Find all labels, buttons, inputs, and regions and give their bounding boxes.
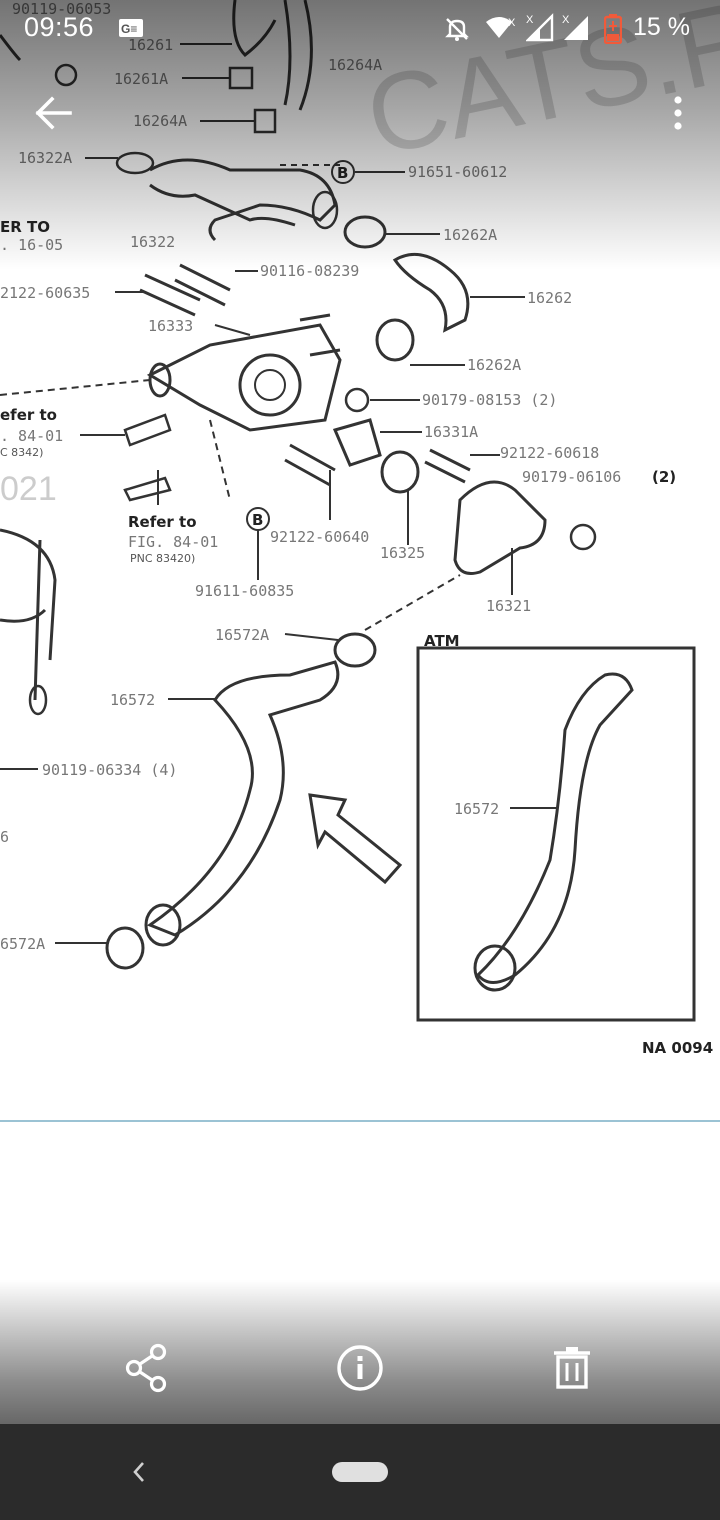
label-16333: 16333 bbox=[148, 317, 193, 335]
status-time: 09:56 bbox=[24, 12, 95, 42]
label-na-0094: NA 0094 bbox=[642, 1039, 713, 1057]
label-6: 6 bbox=[0, 828, 9, 846]
share-icon bbox=[118, 1343, 178, 1402]
label-90179-06106: 90179-06106 bbox=[522, 468, 621, 486]
nav-back-button[interactable] bbox=[118, 1452, 158, 1492]
label-atm: ATM bbox=[424, 632, 460, 650]
svg-text:X: X bbox=[562, 14, 570, 26]
label-16325: 16325 bbox=[380, 544, 425, 562]
svg-text:G≡: G≡ bbox=[121, 22, 137, 36]
label-refer-left: efer to bbox=[0, 406, 57, 424]
app-bar bbox=[0, 76, 720, 148]
label-b-2: B bbox=[252, 511, 263, 529]
share-button[interactable] bbox=[118, 1338, 178, 1398]
svg-text:X: X bbox=[526, 14, 534, 26]
label-91651-60612: 91651-60612 bbox=[408, 163, 507, 181]
label-16322a: 16322A bbox=[18, 149, 72, 167]
label-pnc-mid: PNC 83420) bbox=[130, 552, 195, 565]
svg-text:X: X bbox=[508, 17, 516, 29]
label-92122-60618: 92122-60618 bbox=[500, 444, 599, 462]
bottom-scrim bbox=[0, 1280, 720, 1425]
battery-percent: 15 % bbox=[633, 13, 690, 41]
mute-icon bbox=[444, 16, 470, 46]
label-16322: 16322 bbox=[130, 233, 175, 251]
photo-content[interactable]: CATS.RU bbox=[0, 0, 720, 1125]
nav-back-icon bbox=[118, 1462, 158, 1496]
label-16572-2: 16572 bbox=[454, 800, 499, 818]
trash-icon bbox=[542, 1347, 602, 1402]
label-fig-top: . 16-05 bbox=[0, 236, 63, 254]
back-button[interactable] bbox=[30, 90, 82, 136]
label-92122-60635: 2122-60635 bbox=[0, 284, 90, 302]
label-refer-top: ER TO bbox=[0, 218, 50, 236]
label-16321: 16321 bbox=[486, 597, 531, 615]
more-vert-icon bbox=[666, 96, 690, 140]
label-16572-1: 16572 bbox=[110, 691, 155, 709]
status-bar: 09:56 G≡ X X X 15 % bbox=[0, 0, 720, 58]
label-92122-60640: 92122-60640 bbox=[270, 528, 369, 546]
battery-low-icon bbox=[603, 14, 623, 48]
system-nav-bar bbox=[0, 1424, 720, 1520]
wifi-icon: X bbox=[484, 16, 522, 46]
label-91611-60835: 91611-60835 bbox=[195, 582, 294, 600]
info-button[interactable] bbox=[330, 1338, 390, 1398]
label-16264a-1: 16264A bbox=[328, 56, 382, 74]
action-bar bbox=[0, 1330, 720, 1410]
label-90116-08239: 90116-08239 bbox=[260, 262, 359, 280]
label-16572a-1: 16572A bbox=[215, 626, 269, 644]
parts-diagram: CATS.RU bbox=[0, 0, 720, 1122]
label-021: 021 bbox=[0, 470, 57, 508]
signal-icon: X bbox=[525, 12, 556, 46]
label-90119-06334: 90119-06334 (4) bbox=[42, 761, 177, 779]
more-options-button[interactable] bbox=[666, 90, 690, 136]
label-qty-2: (2) bbox=[652, 468, 676, 486]
label-90179-08153: 90179-08153 (2) bbox=[422, 391, 557, 409]
signal-icon-2: X bbox=[562, 12, 592, 46]
info-icon bbox=[330, 1345, 390, 1402]
label-fig-mid: FIG. 84-01 bbox=[128, 533, 218, 551]
label-fig-left: . 84-01 bbox=[0, 427, 63, 445]
label-b-1: B bbox=[337, 164, 348, 182]
label-16262a-1: 16262A bbox=[443, 226, 497, 244]
label-16572a-2: 6572A bbox=[0, 935, 45, 953]
label-16331a: 16331A bbox=[424, 423, 478, 441]
home-pill-icon[interactable] bbox=[332, 1462, 388, 1482]
delete-button[interactable] bbox=[542, 1338, 602, 1398]
label-16262: 16262 bbox=[527, 289, 572, 307]
gmail-icon: G≡ bbox=[118, 18, 144, 42]
label-pnc-left: C 8342) bbox=[0, 446, 43, 459]
label-16262a-2: 16262A bbox=[467, 356, 521, 374]
label-refer-mid: Refer to bbox=[128, 513, 197, 531]
arrow-left-icon bbox=[30, 96, 82, 140]
